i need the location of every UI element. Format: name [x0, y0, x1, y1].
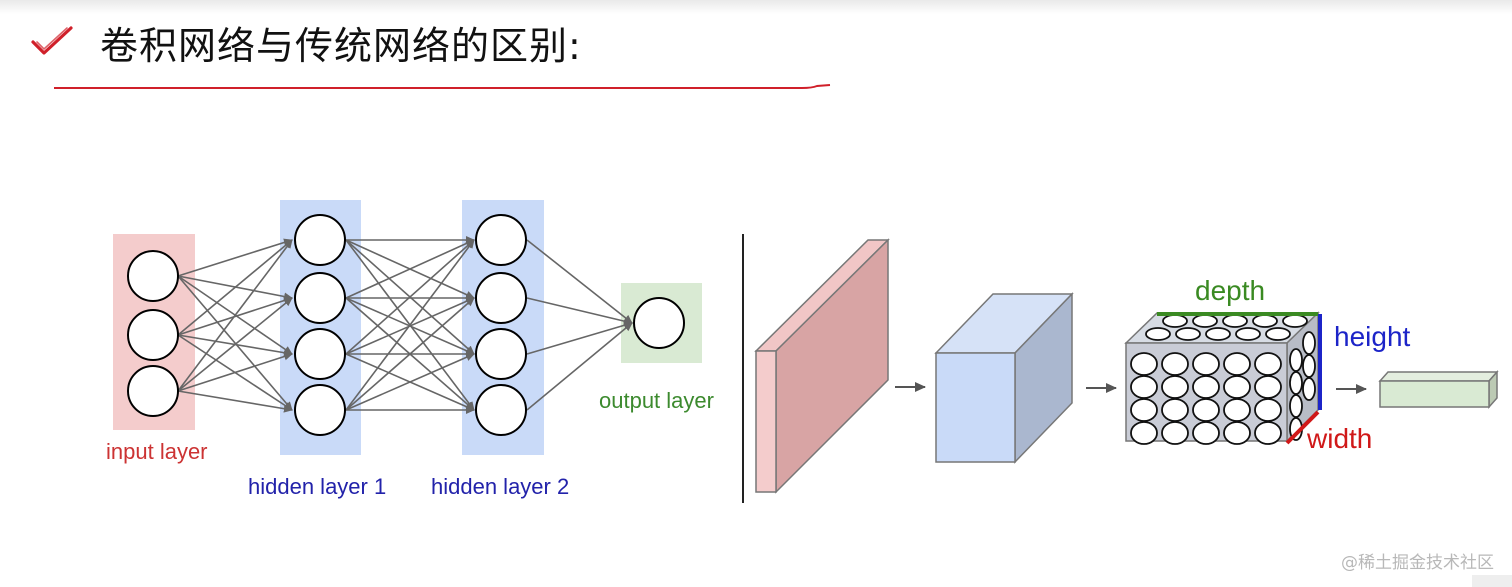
page-title: 卷积网络与传统网络的区别:: [100, 23, 582, 68]
output-volume: [1378, 370, 1499, 409]
volume-neuron: [1130, 352, 1158, 376]
input-neuron: [127, 250, 179, 302]
volume-neuron: [1161, 375, 1189, 399]
volume-neuron: [1161, 421, 1189, 445]
volume-neuron: [1161, 352, 1189, 376]
volume-neuron: [1302, 377, 1316, 401]
volume-neuron: [1145, 327, 1171, 341]
depth-label: depth: [1195, 275, 1265, 306]
volume-neuron: [1192, 375, 1220, 399]
volume-neuron: [1161, 398, 1189, 422]
volume-neuron: [1130, 375, 1158, 399]
volume-neuron: [1254, 398, 1282, 422]
volume-neuron: [1175, 327, 1201, 341]
volume-neuron: [1265, 327, 1291, 341]
hidden2-neuron: [475, 328, 527, 380]
hidden2-neuron: [475, 384, 527, 436]
hidden1-neuron: [294, 272, 346, 324]
volume-neuron: [1130, 421, 1158, 445]
volume-neuron: [1289, 394, 1303, 418]
top-neuron-grid: [1145, 314, 1308, 341]
volume-neuron: [1192, 421, 1220, 445]
volume-neuron: [1205, 327, 1231, 341]
output-volume-3d: [1124, 311, 1322, 445]
volume-neuron: [1223, 421, 1251, 445]
title-underline: [54, 84, 831, 89]
connections-hidden2-output: [526, 239, 633, 411]
convolutional-network: depth height width: [754, 238, 1499, 494]
hidden1-neuron: [294, 214, 346, 266]
slide-header: 卷积网络与传统网络的区别:: [30, 14, 582, 70]
volume-neuron: [1254, 352, 1282, 376]
volume-neuron: [1235, 327, 1261, 341]
connections-hidden1-hidden2: [345, 236, 475, 414]
volume-neuron: [1302, 331, 1316, 355]
volume-neuron: [1192, 398, 1220, 422]
watermark: @稀土掘金技术社区: [1341, 553, 1494, 573]
volume-neuron: [1289, 348, 1303, 372]
hidden-volume: [934, 292, 1074, 464]
checkmark-icon: [31, 26, 73, 55]
volume-neuron: [1222, 314, 1248, 328]
volume-neuron: [1130, 398, 1158, 422]
page-corner: [1472, 575, 1512, 587]
side-neuron-grid: [1289, 331, 1316, 441]
volume-neuron: [1289, 371, 1303, 395]
hidden-layer-2-label: hidden layer 2: [431, 474, 569, 499]
volume-neuron: [1282, 314, 1308, 328]
output-layer-label: output layer: [599, 388, 714, 413]
volume-neuron: [1223, 398, 1251, 422]
volume-neuron: [1302, 354, 1316, 378]
input-neuron: [127, 365, 179, 417]
volume-neuron: [1223, 375, 1251, 399]
volume-neuron: [1192, 352, 1220, 376]
input-neuron: [127, 309, 179, 361]
traditional-network: input layer hidden layer 1 hidden layer …: [106, 200, 714, 499]
window-top-bar: [0, 0, 1512, 14]
connections-input-hidden1: [177, 238, 293, 413]
width-edge: [1285, 410, 1320, 445]
volume-neuron: [1162, 314, 1188, 328]
hidden2-neuron: [475, 272, 527, 324]
volume-neuron: [1252, 314, 1278, 328]
output-neuron: [633, 297, 685, 349]
volume-neuron: [1254, 375, 1282, 399]
volume-neuron: [1192, 314, 1218, 328]
front-neuron-grid: [1130, 352, 1282, 445]
input-volume: [754, 238, 890, 494]
volume-neuron: [1223, 352, 1251, 376]
hidden1-neuron: [294, 384, 346, 436]
height-label: height: [1334, 321, 1411, 352]
hidden-layer-1-label: hidden layer 1: [248, 474, 386, 499]
width-label: width: [1306, 423, 1372, 454]
input-layer-label: input layer: [106, 439, 208, 464]
hidden2-neuron: [475, 214, 527, 266]
volume-neuron: [1254, 421, 1282, 445]
hidden1-neuron: [294, 328, 346, 380]
